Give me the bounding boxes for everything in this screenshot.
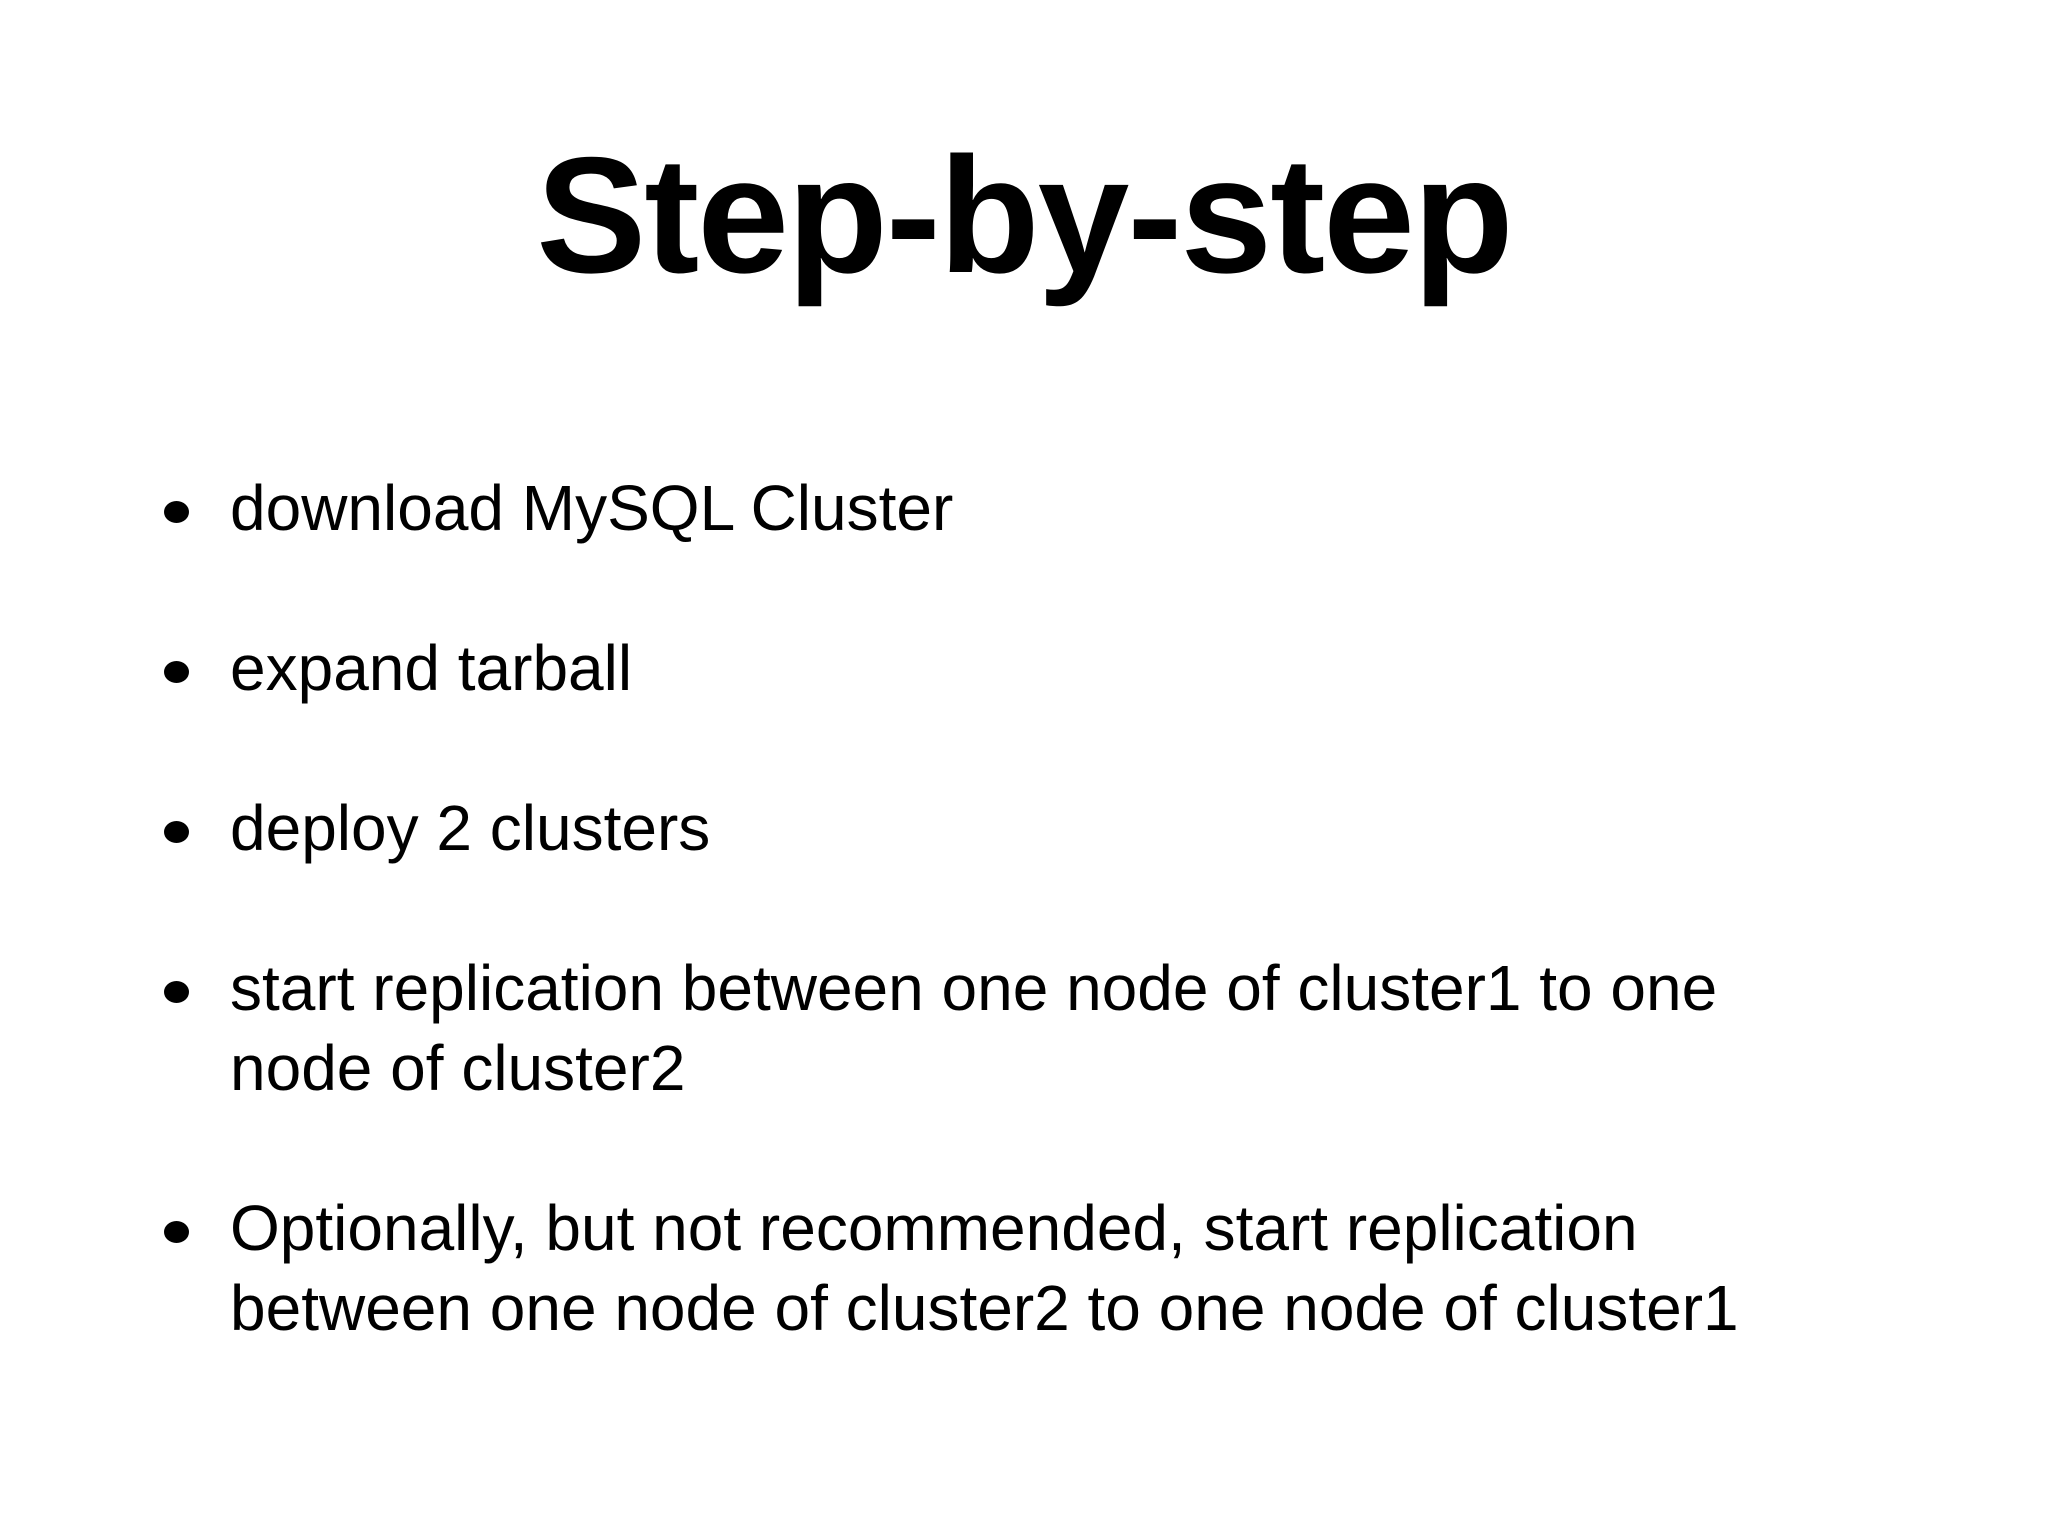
bullet-text: Optionally, but not recommended, start r… [230,1192,1739,1344]
list-item: Optionally, but not recommended, start r… [164,1188,2048,1348]
list-item: start replication between one node of cl… [164,948,2048,1108]
bullet-icon [164,1221,189,1243]
bullet-text: download MySQL Cluster [230,472,954,544]
bullet-icon [164,821,189,843]
list-item: deploy 2 clusters [164,788,2048,868]
page-title: Step-by-step [536,123,1513,307]
bullet-icon [164,981,189,1003]
list-item: expand tarball [164,628,2048,708]
bullet-text: start replication between one node of cl… [230,952,1718,1104]
bullet-text: deploy 2 clusters [230,792,711,864]
bullet-icon [164,501,189,523]
list-item: download MySQL Cluster [164,468,2048,548]
bullet-list: download MySQL Cluster expand tarball de… [0,468,2048,1428]
bullet-text: expand tarball [230,632,633,704]
bullet-icon [164,661,189,683]
